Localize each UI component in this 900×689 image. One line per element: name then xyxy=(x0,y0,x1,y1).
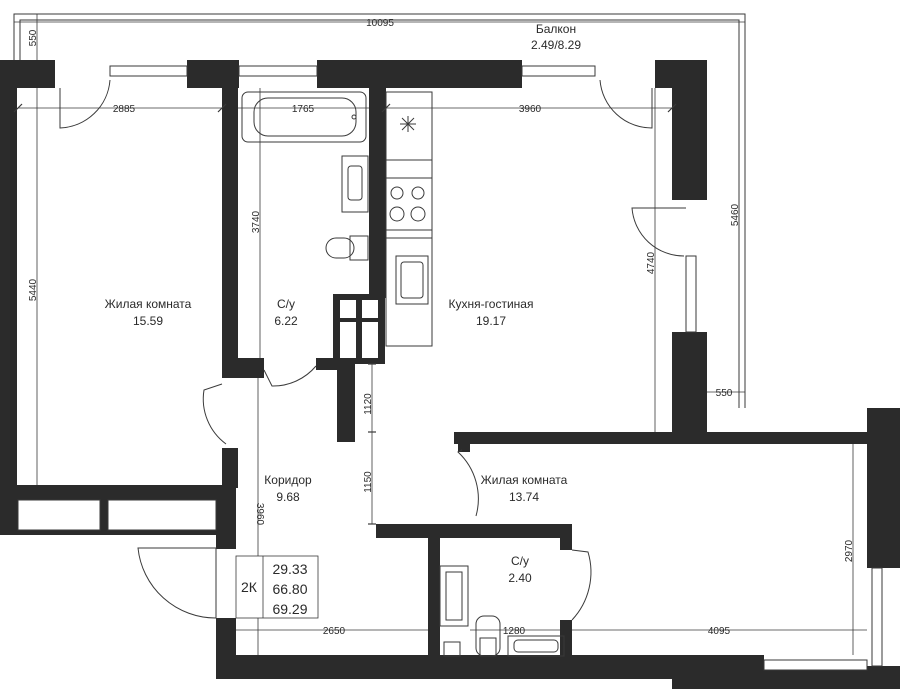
room-name-bathroom-2: С/у xyxy=(511,554,529,568)
doors xyxy=(59,79,686,621)
room-area-living-room-2: 13.74 xyxy=(509,490,539,504)
dim-corridor-lower: 1150 xyxy=(363,471,374,493)
dim-balcony-depth-left: 550 xyxy=(28,29,39,46)
dim-room1-height: 5440 xyxy=(28,278,39,301)
room-name-corridor: Коридор xyxy=(264,473,312,487)
room-area-balcony: 2.49/8.29 xyxy=(531,38,581,52)
hood-icon xyxy=(400,116,416,132)
room-name-living-room-1: Жилая комната xyxy=(105,297,192,311)
room-labels: Жилая комната 15.59 С/у 6.22 Кухня-гости… xyxy=(105,22,582,585)
room-name-kitchen-living: Кухня-гостиная xyxy=(449,297,534,311)
walls xyxy=(0,60,900,689)
dimension-lines xyxy=(13,14,867,655)
fixtures xyxy=(241,91,565,657)
total-area-value: 66.80 xyxy=(272,581,307,597)
dim-corridor-width: 2650 xyxy=(323,626,346,637)
dim-bath1-width: 1765 xyxy=(292,104,315,115)
dim-room2-width: 4095 xyxy=(708,626,731,637)
room-name-bathroom-1: С/у xyxy=(277,297,295,311)
room-area-living-room-1: 15.59 xyxy=(133,314,163,328)
dim-bath1-height: 3740 xyxy=(251,210,262,233)
area-summary-box: 2К 29.33 66.80 69.29 xyxy=(235,555,319,619)
dim-overall-width: 10095 xyxy=(366,18,394,29)
room-area-bathroom-1: 6.22 xyxy=(274,314,298,328)
dim-corridor-upper: 1120 xyxy=(363,393,374,415)
stove-icon xyxy=(385,177,433,231)
dim-kitchen-height: 4740 xyxy=(646,251,657,274)
living-area-value: 29.33 xyxy=(272,561,307,577)
dim-room1-width: 2885 xyxy=(113,104,136,115)
apartment-type: 2К xyxy=(241,579,258,595)
dim-bath2-width: 1280 xyxy=(503,626,526,637)
room-name-balcony: Балкон xyxy=(536,22,576,36)
room-area-kitchen-living: 19.17 xyxy=(476,314,506,328)
dim-balcony-depth-right: 550 xyxy=(716,388,733,399)
room-area-corridor: 9.68 xyxy=(276,490,300,504)
dim-kitchen-width: 3960 xyxy=(519,104,542,115)
room-area-bathroom-2: 2.40 xyxy=(508,571,532,585)
dim-right-height: 5460 xyxy=(730,203,741,226)
dimension-labels: 10095 550 2885 5440 1765 3740 3960 4740 … xyxy=(28,18,855,637)
dim-corridor-height: 3960 xyxy=(254,503,265,526)
ventilation-shaft xyxy=(340,300,378,358)
dim-room2-height: 2970 xyxy=(844,539,855,562)
windows xyxy=(17,65,883,671)
total-with-balcony-value: 69.29 xyxy=(272,601,307,617)
room-name-living-room-2: Жилая комната xyxy=(481,473,568,487)
